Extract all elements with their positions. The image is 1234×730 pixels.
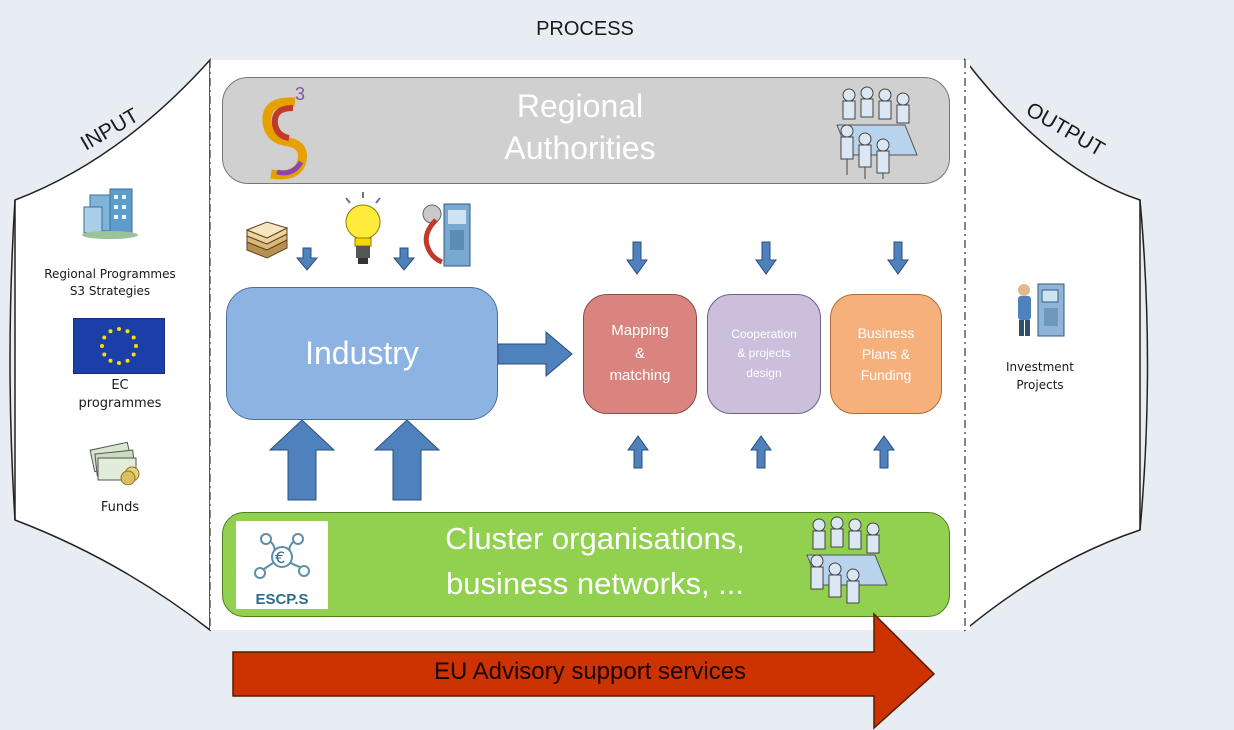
step-label-cooperation: Cooperation & projects design — [731, 327, 797, 380]
money-icon — [89, 441, 140, 485]
industry-label: Industry — [305, 335, 419, 371]
building-icon — [82, 188, 138, 239]
eu-star — [117, 327, 121, 331]
eu-star — [131, 352, 136, 357]
output-panel-shape — [964, 57, 1141, 632]
atm-person-icon — [1018, 283, 1065, 337]
step-label-mapping: Mapping & matching — [609, 322, 671, 385]
eu-flag-icon — [73, 318, 165, 374]
input-item-label-0: Regional Programmes S3 Strategies — [44, 267, 176, 299]
s3-logo: 3 — [262, 84, 307, 180]
input-item-label-2: Funds — [100, 500, 140, 515]
escps-logo-text: ESCP.S — [255, 591, 309, 608]
eu-star — [100, 344, 104, 348]
escps-logo-graphic: € — [254, 533, 310, 579]
eu-star — [102, 335, 107, 340]
eu-star — [117, 361, 121, 365]
eu-star — [102, 352, 107, 357]
meeting-people-icon — [836, 86, 918, 179]
eu-star — [108, 358, 113, 363]
meeting-people-icon — [806, 516, 888, 604]
documents-icon — [245, 221, 289, 259]
svg-text:€: € — [275, 548, 285, 567]
eu-star — [125, 329, 130, 334]
eu-star — [125, 358, 130, 363]
lightbulb-icon — [345, 192, 381, 264]
clusters-label: Cluster organisations, business networks… — [445, 521, 745, 601]
advisory-arrow — [232, 612, 936, 730]
process-title: PROCESS — [536, 18, 634, 40]
input-item-label-1: EC programmes — [78, 378, 162, 411]
atm-key-icon — [422, 203, 471, 267]
regional-authorities-box — [222, 77, 950, 184]
step-box-cooperation: Cooperation & projects design — [707, 294, 821, 414]
step-box-business-plans: Business Plans & Funding — [830, 294, 942, 414]
eu-star — [108, 329, 113, 334]
step-label-business-plans: Business Plans & Funding — [857, 324, 915, 383]
output-item-label-0: Investment Projects — [1006, 360, 1074, 392]
escps-logo: € ESCP.S — [236, 521, 328, 609]
s3-logo-text: 3 — [295, 84, 305, 104]
eu-star — [134, 344, 138, 348]
step-box-mapping: Mapping & matching — [583, 294, 697, 414]
regional-authorities-label: Regional Authorities — [504, 88, 656, 166]
advisory-label: EU Advisory support services — [433, 658, 747, 685]
industry-box: Industry — [226, 287, 498, 420]
eu-star — [131, 335, 136, 340]
